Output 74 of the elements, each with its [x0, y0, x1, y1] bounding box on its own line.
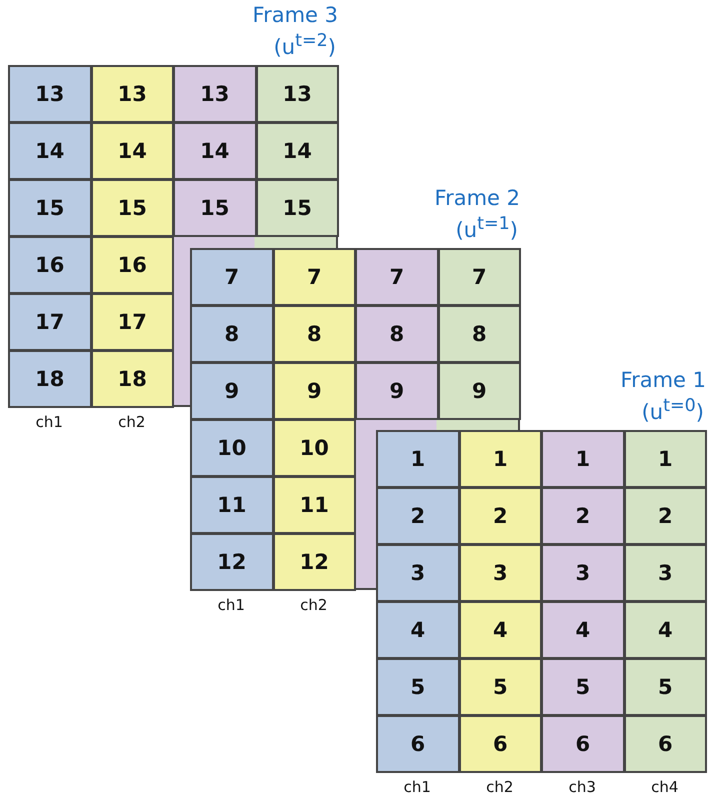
table-cell: 15 [8, 179, 92, 237]
column-label: ch1 [34, 413, 64, 431]
table-cell: 13 [173, 65, 256, 123]
table-cell: 14 [8, 122, 92, 180]
table-cell: 8 [190, 305, 274, 363]
table-cell: 17 [8, 293, 92, 351]
table-cell: 12 [190, 533, 274, 591]
table-cell: 16 [8, 236, 92, 294]
column-label: ch1 [402, 778, 432, 796]
table-cell: 4 [624, 601, 707, 659]
frame-title: Frame 2 [434, 186, 520, 210]
table-cell: 7 [190, 248, 274, 306]
table-cell: 2 [376, 487, 460, 545]
table-cell: 6 [376, 715, 460, 773]
table-cell: 6 [458, 715, 542, 773]
table-cell: 7 [355, 248, 438, 306]
table-cell: 5 [458, 658, 542, 716]
table-cell: 4 [376, 601, 460, 659]
table-cell: 15 [90, 179, 174, 237]
table-cell: 9 [272, 362, 356, 420]
table-cell: 6 [541, 715, 624, 773]
time-label: (u$^{t=0}$) [642, 396, 704, 424]
table-cell: 8 [272, 305, 356, 363]
table-cell: 1 [541, 430, 624, 488]
table-cell: 9 [355, 362, 438, 420]
table-cell: 2 [624, 487, 707, 545]
table-cell: 16 [90, 236, 174, 294]
table-cell: 13 [90, 65, 174, 123]
column-label: ch1 [216, 596, 246, 614]
table-cell: 9 [438, 362, 521, 420]
time-label: (u$^{t=2}$) [274, 31, 336, 59]
table-cell: 6 [624, 715, 707, 773]
table-cell: 8 [438, 305, 521, 363]
table-cell: 2 [541, 487, 624, 545]
table-cell: 5 [541, 658, 624, 716]
table-cell: 14 [256, 122, 339, 180]
table-cell: 11 [272, 476, 356, 534]
table-cell: 17 [90, 293, 174, 351]
table-cell: 2 [458, 487, 542, 545]
frame-title: Frame 3 [252, 3, 338, 27]
table-cell: 18 [90, 350, 174, 408]
table-cell: 3 [458, 544, 542, 602]
table-cell: 9 [190, 362, 274, 420]
table-cell: 1 [376, 430, 460, 488]
table-cell: 4 [458, 601, 542, 659]
table-cell: 1 [624, 430, 707, 488]
table-cell: 7 [438, 248, 521, 306]
table-cell: 18 [8, 350, 92, 408]
table-cell: 4 [541, 601, 624, 659]
table-cell: 3 [541, 544, 624, 602]
table-cell: 14 [173, 122, 256, 180]
column-label: ch4 [650, 778, 680, 796]
column-label: ch3 [568, 778, 597, 796]
table-cell: 8 [355, 305, 438, 363]
table-cell: 7 [272, 248, 356, 306]
time-label: (u$^{t=1}$) [456, 214, 518, 242]
table-cell: 15 [256, 179, 339, 237]
table-cell: 13 [8, 65, 92, 123]
frame-title: Frame 1 [620, 368, 706, 392]
table-cell: 13 [256, 65, 339, 123]
table-cell: 10 [272, 419, 356, 477]
table-cell: 12 [272, 533, 356, 591]
table-cell: 15 [173, 179, 256, 237]
column-label: ch2 [299, 596, 328, 614]
table-cell: 1 [458, 430, 542, 488]
table-cell: 14 [90, 122, 174, 180]
table-cell: 10 [190, 419, 274, 477]
table-cell: 3 [624, 544, 707, 602]
table-cell: 5 [624, 658, 707, 716]
table-cell: 11 [190, 476, 274, 534]
table-cell: 5 [376, 658, 460, 716]
column-label: ch2 [485, 778, 514, 796]
column-label: ch2 [117, 413, 146, 431]
table-cell: 3 [376, 544, 460, 602]
